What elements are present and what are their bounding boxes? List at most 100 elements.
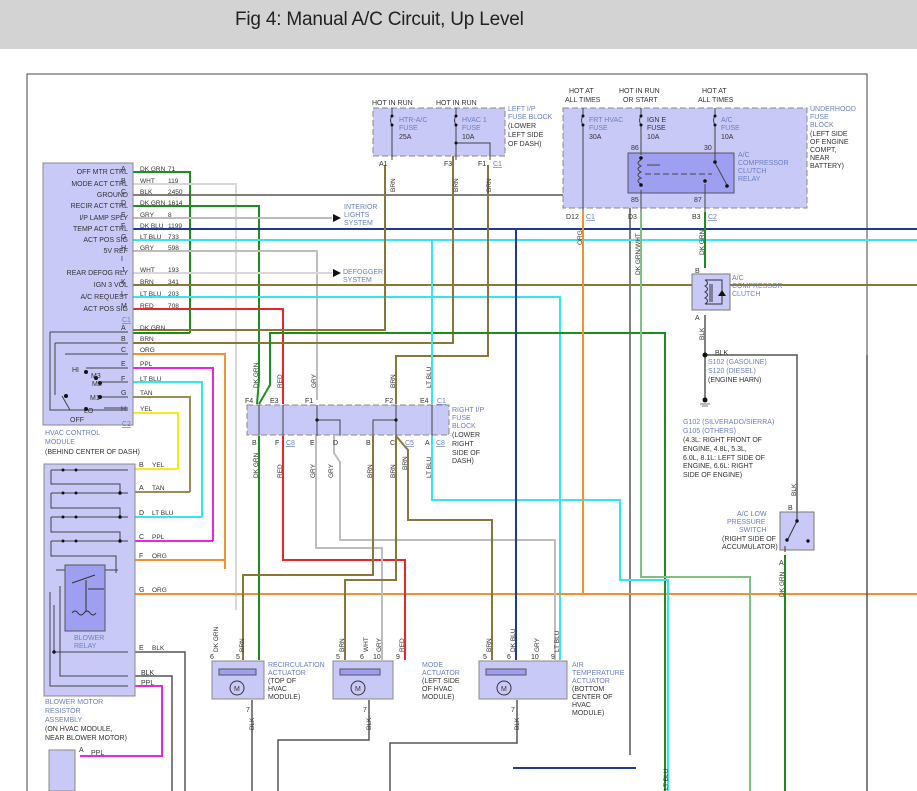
actuator-wire-label: GRY xyxy=(534,637,541,652)
c1-pin-letter: J xyxy=(121,267,125,274)
actuator-location: MODULE) xyxy=(268,694,300,701)
wire-c-brn-2 xyxy=(395,435,493,660)
wire-c2-f-lt-blu xyxy=(133,381,203,517)
c1-wire-color: WHT xyxy=(140,267,155,274)
actuator-wire-label: LT BLU xyxy=(554,630,561,652)
c1-pin-label: 5V REF xyxy=(103,248,128,255)
svg-text:HOT IN RUN: HOT IN RUN xyxy=(436,100,477,107)
rip-bottom-wire-label: RED xyxy=(277,464,284,478)
wire-c2-b-brn xyxy=(133,150,454,344)
c1-circuit-number: 119 xyxy=(168,178,179,185)
rip-bottom-wire-label: GRY xyxy=(310,463,317,478)
wire-f-red xyxy=(282,436,406,660)
svg-text:RESISTOR: RESISTOR xyxy=(45,708,81,715)
svg-text:10A: 10A xyxy=(462,134,475,141)
wire-e-gry xyxy=(315,436,383,660)
actuator-1: M5BRN6WHT10GRY9RED7BLKMODEACTUATOR(LEFT … xyxy=(332,637,460,730)
c1-wire-color: DK BLU xyxy=(140,223,164,230)
actuator-name: ACTUATOR xyxy=(268,670,306,677)
svg-text:(RIGHT SIDE OF: (RIGHT SIDE OF xyxy=(722,536,776,543)
c1-wire-color: LT BLU xyxy=(140,234,162,241)
svg-text:PRESSURE: PRESSURE xyxy=(727,519,766,526)
svg-text:LIGHTS: LIGHTS xyxy=(344,212,370,219)
c1-pin-label: ACT POS SIG xyxy=(83,306,128,313)
actuator-location: (BOTTOM xyxy=(572,686,604,693)
svg-text:B: B xyxy=(788,505,793,512)
c1-pin-label: MODE ACT CTRL xyxy=(71,181,128,188)
c1-wire-color: GRY xyxy=(140,245,155,252)
c1-pin-letter: A xyxy=(121,166,126,173)
svg-text:INTERIOR: INTERIOR xyxy=(344,204,377,211)
svg-text:S120 (DIESEL): S120 (DIESEL) xyxy=(708,368,756,375)
wire-splice-blk xyxy=(705,354,798,512)
actuator-wire-label: GRY xyxy=(376,637,383,652)
svg-text:C5: C5 xyxy=(405,440,414,447)
actuator-name: AIR xyxy=(572,662,584,669)
actuator-wire-label: DK BLU xyxy=(510,628,517,652)
resistor-wire-color: ORG xyxy=(152,587,167,594)
svg-text:IGN E: IGN E xyxy=(647,117,666,124)
c1-pin-letter: I xyxy=(121,256,123,263)
c2-pin-letter: H xyxy=(121,406,126,413)
svg-text:RELAY: RELAY xyxy=(738,176,761,183)
svg-text:C1: C1 xyxy=(493,161,502,168)
svg-text:NEAR: NEAR xyxy=(810,155,829,162)
wire-c1-h-gry xyxy=(133,250,318,400)
svg-text:ORG: ORG xyxy=(577,230,584,245)
blower-motor: A PPL xyxy=(48,747,104,791)
svg-text:A/C: A/C xyxy=(732,275,744,282)
svg-text:SYSTEM: SYSTEM xyxy=(343,277,372,284)
rip-top-wire-label: DK GRN xyxy=(253,362,260,388)
svg-text:(ENGINE HARN): (ENGINE HARN) xyxy=(708,377,761,384)
svg-text:B: B xyxy=(695,268,700,275)
svg-text:C: C xyxy=(390,440,395,447)
svg-text:BLK: BLK xyxy=(791,483,798,496)
motor-icon xyxy=(350,680,366,696)
svg-text:OR START: OR START xyxy=(623,97,658,104)
switch-position-label: M2 xyxy=(92,381,102,388)
actuator-pin: 6 xyxy=(210,654,214,661)
svg-text:UNDERHOOD: UNDERHOOD xyxy=(810,106,856,113)
ac-low-pressure-switch: BLK B A/C LOW PRESSURE SWITCH (RIGHT SID… xyxy=(722,483,815,597)
svg-text:BLOCK: BLOCK xyxy=(810,122,834,129)
actuator-location: HVAC xyxy=(572,702,591,709)
motor-glyph: M xyxy=(355,686,361,693)
resistor-wire-color: PPL xyxy=(152,534,165,541)
actuator-pin: 5 xyxy=(483,654,487,661)
wire-c2-e-ppl xyxy=(133,367,214,541)
rip-bottom-wire-label: BRN xyxy=(367,464,374,478)
c1-pin-letter: F xyxy=(121,223,125,230)
svg-text:F1: F1 xyxy=(478,161,486,168)
svg-text:A: A xyxy=(779,560,784,567)
svg-text:LEFT I/P: LEFT I/P xyxy=(508,106,536,113)
wire-res-blk xyxy=(135,675,173,791)
svg-text:A/C LOW: A/C LOW xyxy=(737,511,767,518)
switch-position-label: HI xyxy=(72,367,79,374)
c2-wire-color: LT BLU xyxy=(140,376,162,383)
resistor-wire-color: ORG xyxy=(152,553,167,560)
interior-lights-reference: INTERIOR LIGHTS SYSTEM xyxy=(333,204,377,227)
svg-text:FUSE BLOCK: FUSE BLOCK xyxy=(508,114,553,121)
actuator-location: (LEFT SIDE xyxy=(422,678,460,685)
svg-text:A1: A1 xyxy=(379,161,388,168)
svg-text:ASSEMBLY: ASSEMBLY xyxy=(45,717,83,724)
svg-text:E4: E4 xyxy=(420,398,429,405)
c1-wire-color: BLK xyxy=(140,189,153,196)
svg-text:FUSE: FUSE xyxy=(647,125,666,132)
actuator-pin: 10 xyxy=(531,654,539,661)
c1-wire-color: DK GRN xyxy=(140,200,166,207)
svg-text:DK GRN/WHT: DK GRN/WHT xyxy=(635,233,642,275)
c2-pin-letter: F xyxy=(121,376,125,383)
actuator-pin: 5 xyxy=(336,654,340,661)
resistor-wire-color: BLK xyxy=(152,645,165,652)
actuator-location: MODULE) xyxy=(572,710,604,717)
actuator-pin: 9 xyxy=(551,654,555,661)
svg-text:BRN: BRN xyxy=(390,178,397,192)
svg-text:30A: 30A xyxy=(589,134,602,141)
actuator-ground-pin: 7 xyxy=(363,707,367,714)
rip-bottom-wire-label: LT BLU xyxy=(426,456,433,478)
svg-text:BLK: BLK xyxy=(141,670,155,677)
resistor-pin-letter: F xyxy=(139,553,143,560)
